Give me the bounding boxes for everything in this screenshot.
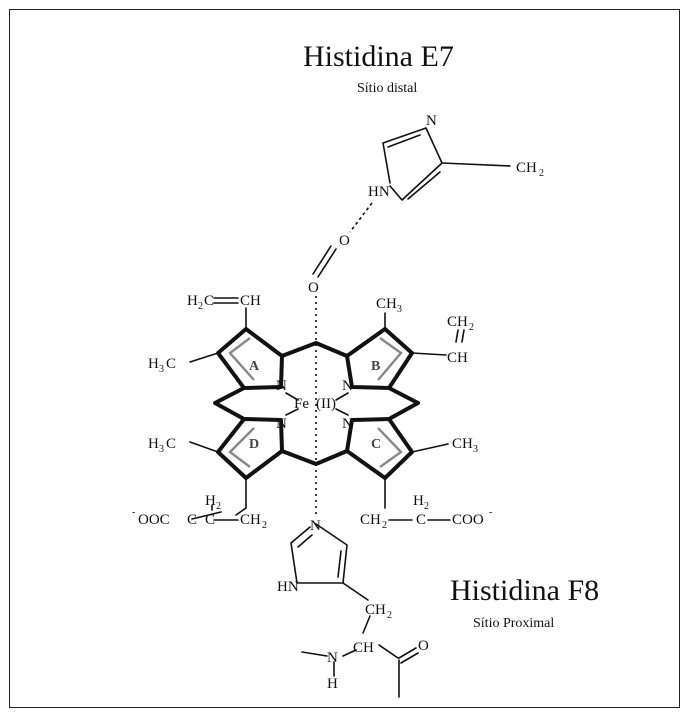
propionate-right-ch2: CH (360, 512, 381, 528)
n-atom-a: N (276, 378, 287, 394)
distal-n-atom: N (426, 113, 437, 129)
o2-bond (317, 248, 337, 278)
ring-label-d: D (249, 437, 259, 452)
distal-subtitle: Sítio distal (357, 81, 417, 96)
iron-atom: Fe (294, 396, 309, 412)
n-atom-b: N (342, 378, 353, 394)
svg-text:2: 2 (387, 610, 392, 621)
svg-text:H: H (205, 493, 216, 509)
svg-text:-: - (489, 507, 492, 518)
figure-frame (9, 9, 680, 708)
vinyl-b-ch2: CH (447, 314, 468, 330)
svg-text:3: 3 (159, 444, 164, 455)
svg-text:C: C (187, 512, 197, 528)
svg-text:C: C (205, 512, 215, 528)
amide-h-atom: H (327, 676, 338, 692)
svg-text:H: H (413, 493, 424, 509)
porphyrin-ring (189, 297, 465, 509)
ring-label-b: B (371, 359, 380, 374)
oxygen-atom-1: O (339, 233, 350, 249)
svg-text:2: 2 (216, 501, 221, 512)
distal-imidazole (382, 127, 511, 201)
proximal-n-atom: N (310, 518, 321, 534)
svg-text:C: C (166, 356, 176, 372)
iron-oxidation-state: (II) (316, 396, 336, 412)
svg-text:2: 2 (262, 520, 267, 531)
svg-text:3: 3 (159, 364, 164, 375)
proximal-title: Histidina F8 (450, 574, 599, 607)
svg-text:2: 2 (198, 301, 203, 312)
propionate-right-coo: COO (452, 512, 484, 528)
svg-text:C: C (416, 512, 426, 528)
svg-text:2: 2 (382, 520, 387, 531)
svg-text:3: 3 (473, 444, 478, 455)
vinyl-a-ch: CH (240, 293, 261, 309)
proximal-imidazole (290, 523, 419, 698)
ring-label-a: A (249, 359, 260, 374)
ring-label-c: C (371, 437, 381, 452)
hydrogen-bond (349, 202, 373, 233)
methyl-a-h3c: H (148, 356, 159, 372)
methyl-d-h3c: H (148, 436, 159, 452)
methyl-c-ch3: CH (452, 436, 473, 452)
oxygen-atom-2: O (308, 280, 319, 296)
alpha-ch-atom: CH (353, 640, 374, 656)
svg-text:C: C (204, 293, 214, 309)
carbonyl-o-atom: O (418, 638, 429, 654)
distal-hn-atom: HN (368, 184, 390, 200)
svg-text:-: - (132, 507, 135, 518)
n-atom-c: N (342, 416, 353, 432)
propionate-left-ch2: CH (240, 512, 261, 528)
amide-n-atom: N (327, 650, 338, 666)
distal-ch2-sub: 2 (539, 168, 544, 179)
distal-ch2-atom: CH (516, 160, 537, 176)
methyl-b-ch3: CH (376, 296, 397, 312)
distal-title: Histidina E7 (303, 40, 454, 73)
propionate-left-ooc: OOC (138, 512, 170, 528)
svg-text:2: 2 (469, 322, 474, 333)
svg-text:3: 3 (397, 304, 402, 315)
proximal-subtitle: Sítio Proximal (473, 616, 554, 631)
n-atom-d: N (276, 416, 287, 432)
proximal-hn-atom: HN (277, 579, 299, 595)
proximal-ch2-atom: CH (365, 602, 386, 618)
vinyl-a-h2c: H (187, 293, 198, 309)
svg-text:C: C (166, 436, 176, 452)
svg-text:2: 2 (424, 501, 429, 512)
vinyl-b-ch: CH (447, 350, 468, 366)
